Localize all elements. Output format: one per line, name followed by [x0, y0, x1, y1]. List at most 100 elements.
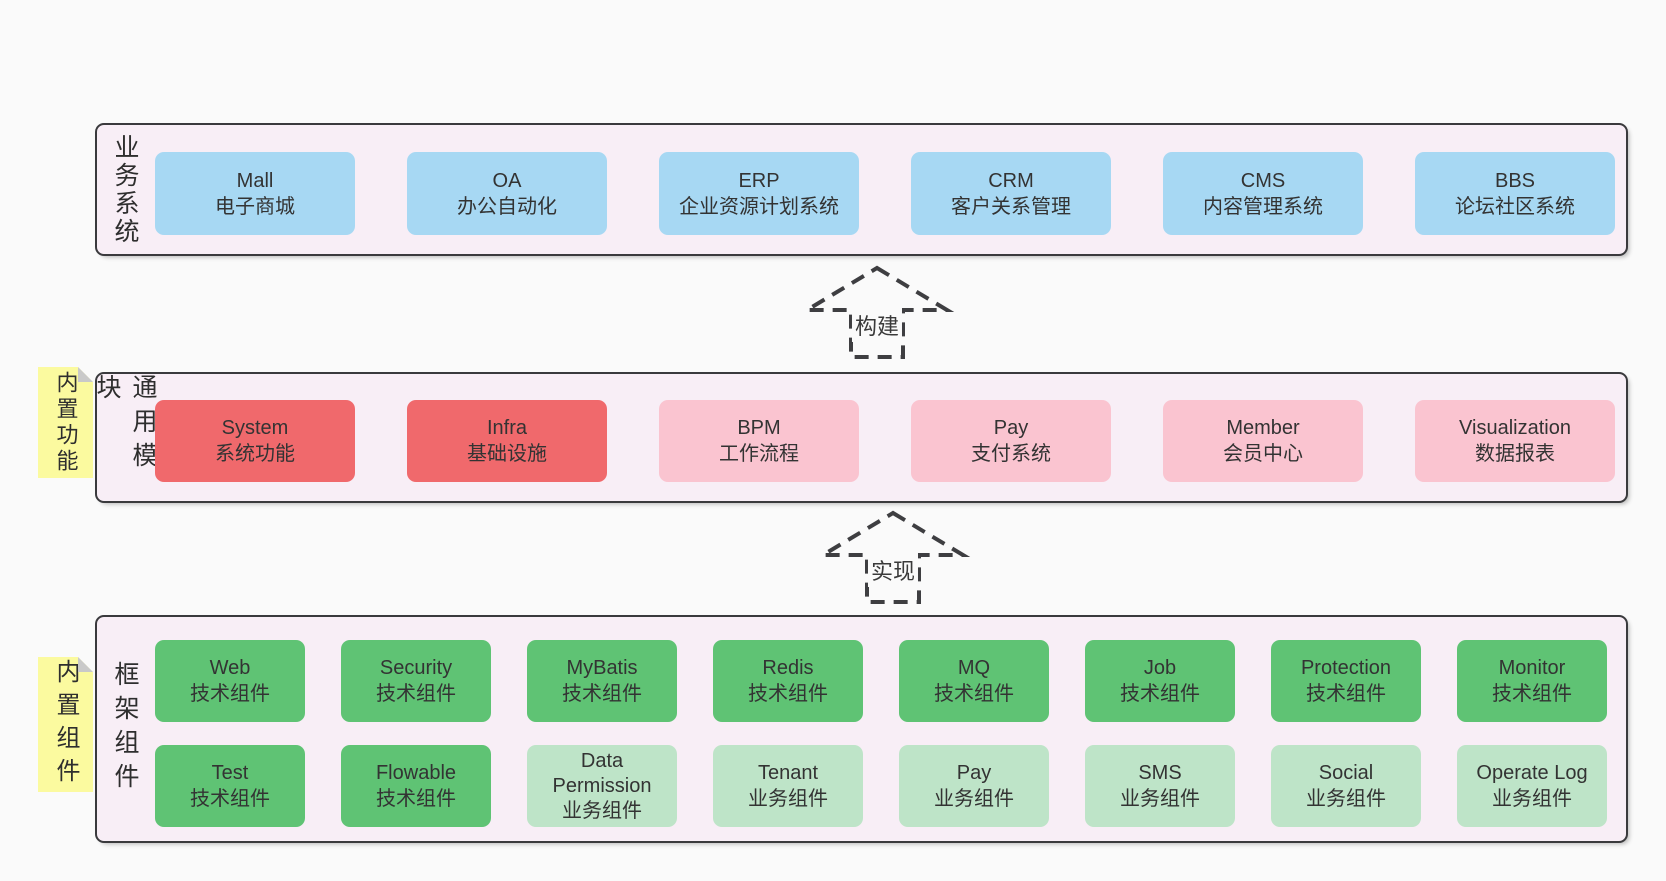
node-subtitle: 技术组件 — [562, 683, 642, 705]
panel-framework-components: 框架组件 Web 技术组件 Security 技术组件 MyBatis 技术组件… — [95, 615, 1628, 843]
node-protection: Protection 技术组件 — [1271, 640, 1421, 722]
node-subtitle: 论坛社区系统 — [1455, 195, 1575, 218]
node-name: Redis — [762, 657, 814, 679]
node-mall: Mall 电子商城 — [155, 152, 355, 235]
node-subtitle: 内容管理系统 — [1203, 195, 1323, 218]
node-name: SMS — [1138, 762, 1182, 784]
node-subtitle: 客户关系管理 — [951, 195, 1071, 218]
node-name: Social — [1318, 762, 1374, 784]
panel-vertical-label: 框架组件 — [111, 661, 139, 797]
node-name: CMS — [1240, 169, 1286, 192]
node-name: Monitor — [1498, 657, 1566, 679]
node-sms: SMS 业务组件 — [1085, 745, 1235, 827]
node-name: Test — [211, 762, 249, 784]
node-subtitle: 支付系统 — [971, 443, 1051, 465]
node-subtitle: 数据报表 — [1475, 443, 1555, 465]
node-subtitle: 业务组件 — [748, 788, 828, 810]
node-flowable: Flowable 技术组件 — [341, 745, 491, 827]
arrow-build: 构建 — [797, 265, 957, 361]
node-bpm: BPM 工作流程 — [659, 400, 859, 482]
node-name: OA — [492, 169, 522, 192]
node-mq: MQ 技术组件 — [899, 640, 1049, 722]
node-data-permission: Data Permission 业务组件 — [527, 745, 677, 827]
sticky-note-builtin-components: 内置组件 — [38, 657, 93, 792]
node-subtitle: 业务组件 — [562, 799, 642, 822]
node-name: Infra — [486, 417, 528, 439]
node-pay-biz: Pay 业务组件 — [899, 745, 1049, 827]
node-subtitle: 技术组件 — [376, 683, 456, 705]
node-name: MyBatis — [566, 657, 638, 679]
panel-business-systems: 业务系统 Mall 电子商城 OA 办公自动化 ERP 企业资源计划系统 CRM… — [95, 123, 1628, 256]
node-subtitle: 会员中心 — [1223, 443, 1303, 465]
node-subtitle: 业务组件 — [1492, 788, 1572, 810]
arrow-implement: 实现 — [813, 510, 973, 606]
node-subtitle: 业务组件 — [1306, 788, 1386, 810]
node-subtitle: 业务组件 — [1120, 788, 1200, 810]
node-subtitle: 工作流程 — [719, 443, 799, 465]
fold-corner — [78, 657, 93, 672]
node-name: Job — [1143, 657, 1177, 679]
node-name: Data Permission — [552, 749, 652, 797]
node-job: Job 技术组件 — [1085, 640, 1235, 722]
node-subtitle: 基础设施 — [467, 443, 547, 465]
node-name: BBS — [1494, 169, 1536, 192]
node-erp: ERP 企业资源计划系统 — [659, 152, 859, 235]
panel-common-modules: 通用模块 System 系统功能 Infra 基础设施 BPM 工作流程 Pay… — [93, 372, 1628, 503]
node-member: Member 会员中心 — [1163, 400, 1363, 482]
node-name: System — [221, 417, 289, 439]
node-subtitle: 业务组件 — [934, 788, 1014, 810]
node-name: Visualization — [1459, 417, 1571, 439]
node-subtitle: 系统功能 — [215, 443, 295, 465]
node-name: Flowable — [375, 762, 457, 784]
node-name: Operate Log — [1476, 762, 1588, 784]
node-subtitle: 技术组件 — [190, 788, 270, 810]
node-social: Social 业务组件 — [1271, 745, 1421, 827]
node-subtitle: 技术组件 — [1306, 683, 1386, 705]
node-name: Pay — [956, 762, 992, 784]
node-web: Web 技术组件 — [155, 640, 305, 722]
node-test: Test 技术组件 — [155, 745, 305, 827]
node-subtitle: 电子商城 — [215, 195, 295, 218]
arrow-label: 实现 — [867, 553, 919, 587]
node-oa: OA 办公自动化 — [407, 152, 607, 235]
node-subtitle: 办公自动化 — [457, 195, 557, 218]
node-subtitle: 技术组件 — [376, 788, 456, 810]
node-security: Security 技术组件 — [341, 640, 491, 722]
node-redis: Redis 技术组件 — [713, 640, 863, 722]
node-system: System 系统功能 — [155, 400, 355, 482]
sticky-label: 内置组件 — [52, 658, 79, 791]
panel-vertical-label: 通用模块 — [93, 374, 157, 476]
node-crm: CRM 客户关系管理 — [911, 152, 1111, 235]
node-name: Security — [379, 657, 453, 679]
node-subtitle: 技术组件 — [748, 683, 828, 705]
dashed-up-arrow-icon — [799, 265, 955, 359]
sticky-note-builtin-features: 内置功能 — [38, 367, 93, 478]
node-name: ERP — [738, 169, 780, 192]
panel-vertical-label: 业务系统 — [111, 133, 139, 246]
node-name: Mall — [236, 169, 274, 192]
node-subtitle: 技术组件 — [934, 683, 1014, 705]
arrow-label: 构建 — [851, 308, 903, 342]
node-name: Web — [209, 657, 251, 679]
node-name: Pay — [993, 417, 1029, 439]
node-monitor: Monitor 技术组件 — [1457, 640, 1607, 722]
node-subtitle: 企业资源计划系统 — [679, 195, 839, 218]
node-name: Member — [1226, 417, 1300, 439]
node-visualization: Visualization 数据报表 — [1415, 400, 1615, 482]
node-name: CRM — [988, 169, 1034, 192]
node-name: Protection — [1300, 657, 1392, 679]
node-infra: Infra 基础设施 — [407, 400, 607, 482]
sticky-label: 内置功能 — [53, 370, 79, 475]
node-mybatis: MyBatis 技术组件 — [527, 640, 677, 722]
node-name: MQ — [957, 657, 991, 679]
node-pay: Pay 支付系统 — [911, 400, 1111, 482]
node-subtitle: 技术组件 — [1120, 683, 1200, 705]
node-operate-log: Operate Log 业务组件 — [1457, 745, 1607, 827]
node-bbs: BBS 论坛社区系统 — [1415, 152, 1615, 235]
dashed-up-arrow-icon — [815, 510, 971, 604]
node-name: Tenant — [757, 762, 819, 784]
node-cms: CMS 内容管理系统 — [1163, 152, 1363, 235]
node-subtitle: 技术组件 — [190, 683, 270, 705]
node-name: BPM — [737, 417, 781, 439]
